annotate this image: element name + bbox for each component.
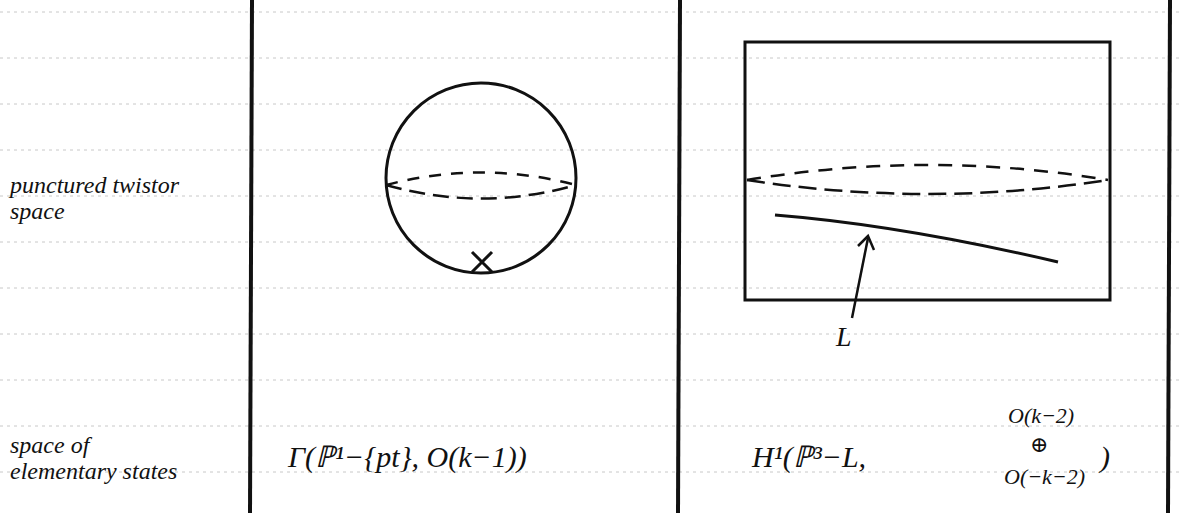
formula: H¹(ℙ³−L, [752, 440, 866, 473]
ruled-lines [0, 12, 1183, 472]
projective-space-figure [745, 42, 1110, 318]
row-heading: punctured twistor space [10, 172, 180, 225]
callout-letter: L [836, 322, 852, 353]
formula-part: ) [1100, 440, 1110, 473]
row-heading: space of elementary states [10, 432, 200, 485]
column-rules [250, 0, 1170, 513]
formula-part: O(−k−2) [1004, 465, 1085, 489]
formula-part: ⊕ [1030, 433, 1048, 457]
sphere-figure [386, 83, 576, 273]
formula-part: O(k−2) [1008, 404, 1074, 428]
formula: Γ(ℙ¹−{pt}, O(k−1)) [288, 440, 527, 473]
